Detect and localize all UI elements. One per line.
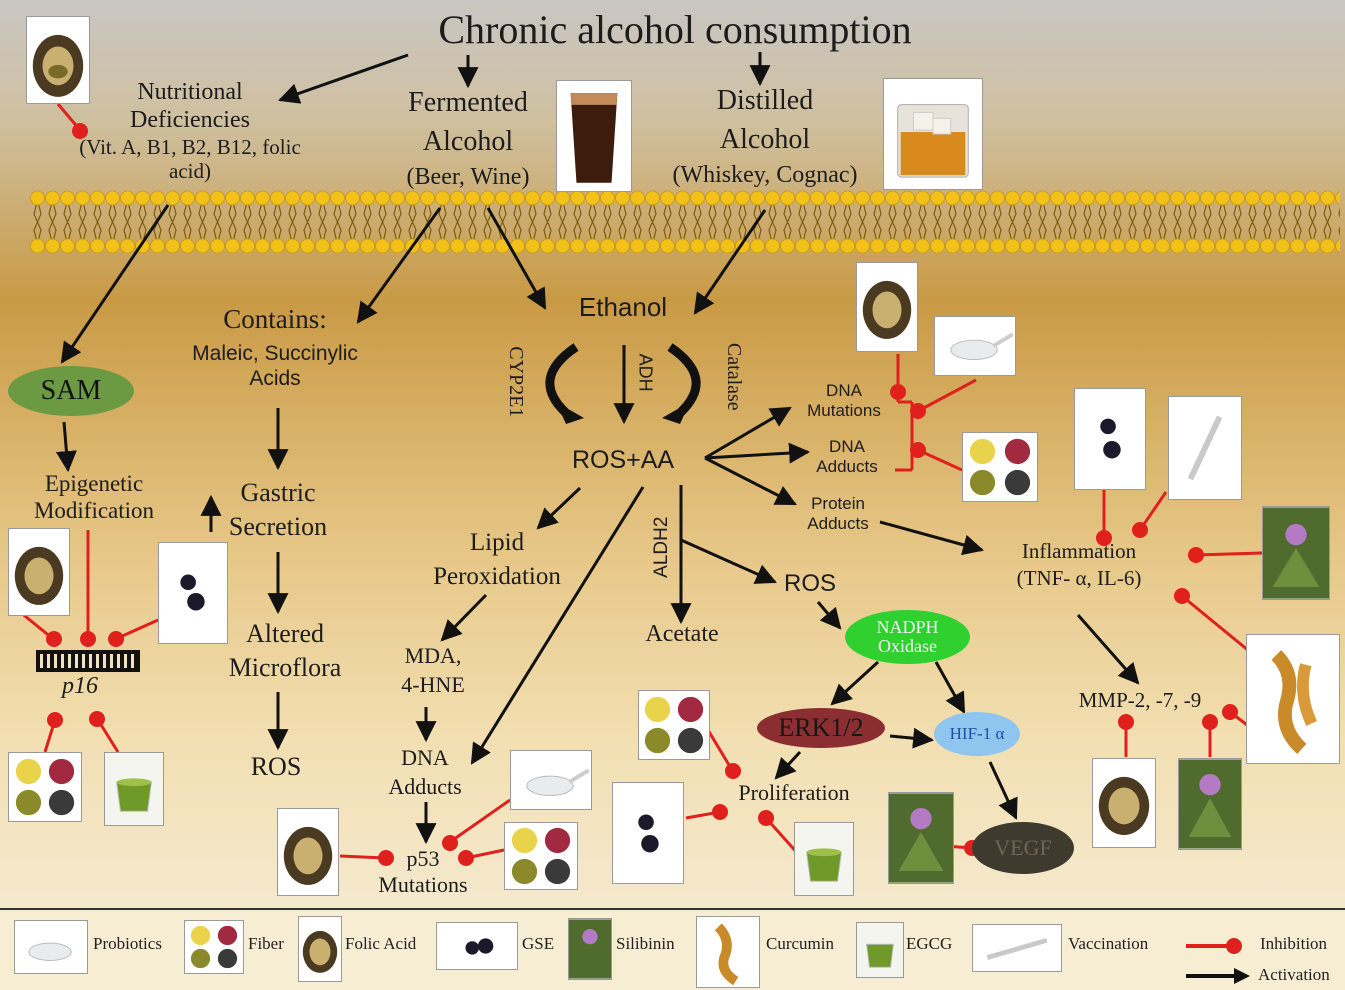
diagram-title: Chronic alcohol consumption	[438, 7, 912, 52]
ros-mid-label: ROS	[783, 570, 836, 597]
proliferation-label: Proliferation	[738, 780, 850, 805]
mda-4hne-label: MDA,4-HNE	[401, 643, 465, 697]
activation-key	[1186, 968, 1250, 984]
egcg-image	[104, 752, 164, 826]
fiber-image	[8, 752, 82, 822]
cell-membrane	[30, 190, 1340, 254]
hif1a-node: HIF-1 α	[934, 712, 1020, 756]
curcumin-image	[1246, 634, 1340, 764]
probiotics-image	[510, 750, 592, 810]
ros-left-label: ROS	[250, 752, 302, 781]
mmp-label: MMP-2, -7, -9	[1078, 688, 1202, 712]
ros-aa-label: ROS+AA	[571, 446, 675, 474]
silibinin-image	[888, 792, 954, 884]
vaccination-icon	[972, 924, 1062, 972]
inflammation-label: Inflammation(TNF- α, IL-6)	[1016, 539, 1142, 591]
probiotics-image	[934, 316, 1016, 376]
folic-acid-icon	[298, 916, 342, 982]
probiotics-icon	[14, 920, 88, 974]
legend-probiotics-label: Probiotics	[93, 934, 162, 953]
fiber-icon	[184, 920, 244, 974]
catalase-label: Catalase	[722, 342, 745, 411]
silibinin-image	[1178, 758, 1242, 850]
acetate-label: Acetate	[645, 621, 719, 647]
fiber-image	[638, 690, 710, 760]
legend-silibinin-label: Silibinin	[616, 934, 675, 953]
sam-node: SAM	[8, 366, 134, 416]
folic-acid-image	[8, 528, 70, 616]
fiber-image	[504, 822, 578, 890]
gse-icon	[436, 922, 518, 970]
metabolism-curve-heads	[556, 402, 690, 424]
p16-label: p16	[62, 673, 98, 699]
curcumin-icon	[696, 916, 760, 988]
silibinin-icon	[568, 918, 612, 980]
gse-image	[612, 782, 684, 884]
inhibition-key	[1186, 938, 1242, 954]
egcg-image	[794, 822, 854, 896]
legend-egcg-label: EGCG	[906, 934, 953, 953]
adh-label: ADH	[635, 353, 656, 392]
whiskey-glass-image	[883, 78, 983, 190]
folic-acid-image	[856, 262, 918, 352]
gse-image	[1074, 388, 1146, 490]
activation-arrows	[55, 52, 1140, 845]
legend-folic-acid-label: Folic Acid	[345, 934, 417, 953]
egcg-icon	[856, 922, 904, 978]
vaccination-image	[1168, 396, 1242, 500]
fiber-image	[962, 432, 1038, 502]
folic-acid-image	[277, 808, 339, 896]
silibinin-image	[1262, 506, 1330, 600]
p16-gene-strip	[36, 650, 140, 672]
folic-acid-image	[26, 16, 90, 104]
aldh2-label: ALDH2	[650, 516, 672, 578]
beer-glass-image	[556, 80, 632, 192]
legend-activation-label: Activation	[1258, 965, 1330, 984]
legend-inhibition-label: Inhibition	[1260, 934, 1328, 953]
folic-acid-image	[1092, 758, 1156, 848]
legend: Probiotics Fiber Folic Acid GSE Silibini…	[0, 908, 1345, 990]
legend-curcumin-label: Curcumin	[766, 934, 834, 953]
vegf-node: VEGF	[972, 822, 1074, 874]
erk12-node: ERK1/2	[757, 708, 885, 748]
legend-gse-label: GSE	[522, 934, 555, 953]
ethanol-label: Ethanol	[578, 292, 668, 322]
contains-label: Contains:	[223, 304, 327, 334]
legend-fiber-label: Fiber	[248, 934, 284, 953]
cyp2e1-label: CYP2E1	[504, 346, 527, 418]
gse-image	[158, 542, 228, 644]
legend-vaccination-label: Vaccination	[1068, 934, 1149, 953]
